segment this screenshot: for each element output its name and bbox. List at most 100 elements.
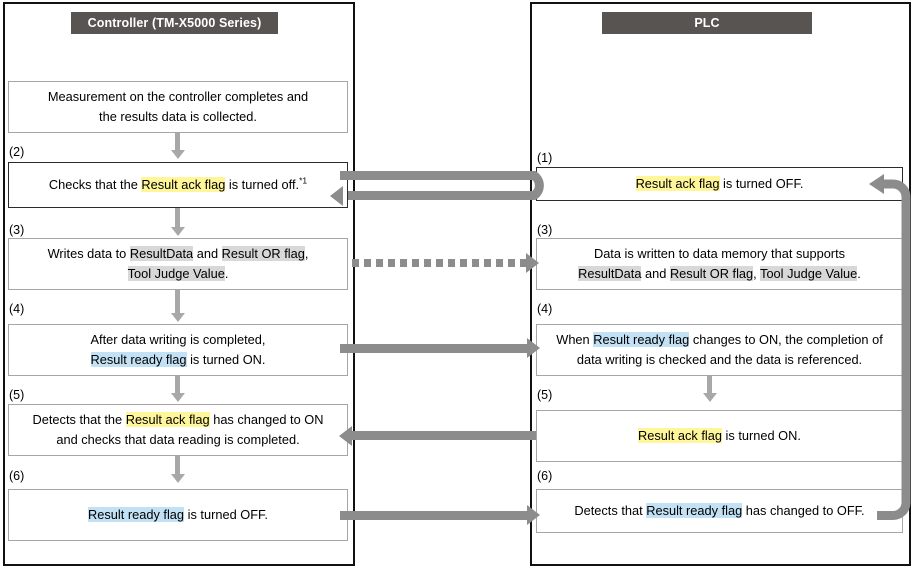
arrow-head-step5 xyxy=(339,426,352,446)
down-arrow-stem-right-4-5 xyxy=(707,376,712,395)
step-text-line: ResultData and Result OR flag, Tool Judg… xyxy=(578,264,861,284)
step-text-line: Checks that the Result ack flag is turne… xyxy=(49,175,307,195)
step-text-line: Detects that Result ready flag has chang… xyxy=(574,501,865,521)
uturn-top-bar xyxy=(340,171,530,180)
arrow-head-step6 xyxy=(527,505,540,525)
text-run: Writes data to xyxy=(47,246,130,261)
text-run: and checks that data reading is complete… xyxy=(56,432,300,447)
step-index-left-2: (2) xyxy=(9,145,25,159)
highlighted-term: Result ready flag xyxy=(88,507,185,522)
highlighted-term: ResultData xyxy=(578,266,642,281)
down-arrow-stem-left-2-3 xyxy=(175,208,180,229)
step-text-line: Result ack flag is turned ON. xyxy=(638,426,801,446)
down-arrow-stem-left-3-4 xyxy=(175,290,180,315)
step-index-right-1: (1) xyxy=(537,151,553,165)
highlighted-term: ResultData xyxy=(129,246,194,261)
step-box-left-2: Checks that the Result ack flag is turne… xyxy=(8,162,348,208)
down-arrow-stem-left-5-6 xyxy=(175,456,180,478)
text-run: After data writing is completed, xyxy=(90,332,266,347)
dotted-arrow-head-step3 xyxy=(526,253,539,273)
step-text-line: Writes data to ResultData and Result OR … xyxy=(47,244,309,264)
text-run: . xyxy=(857,266,861,281)
down-arrow-stem-left-1-2 xyxy=(175,133,180,153)
step-index-left-3: (3) xyxy=(9,223,25,237)
uturn-arrow-head-left xyxy=(330,186,343,206)
text-run: Data is written to data memory that supp… xyxy=(593,246,846,261)
step-index-left-5: (5) xyxy=(9,388,25,402)
step-box-left-3: Writes data to ResultData and Result OR … xyxy=(8,238,348,290)
dotted-bar-step3 xyxy=(352,259,527,267)
step-index-right-3: (3) xyxy=(537,223,553,237)
step-box-right-5: Result ack flag is turned ON. xyxy=(536,410,903,462)
down-arrow-head-right-4-5 xyxy=(703,393,717,402)
step-text-line: and checks that data reading is complete… xyxy=(56,430,299,450)
down-arrow-head-left-2-3 xyxy=(171,227,185,236)
text-run: has changed to ON xyxy=(209,412,324,427)
down-arrow-head-left-5-6 xyxy=(171,474,185,483)
highlighted-term: Result OR flag xyxy=(221,246,305,261)
step-text-line: Result ready flag is turned ON. xyxy=(90,350,266,370)
lane-title-controller: Controller (TM-X5000 Series) xyxy=(71,12,278,34)
text-run: , xyxy=(753,266,761,281)
step-index-right-5: (5) xyxy=(537,388,553,402)
text-run: is turned ON. xyxy=(721,428,801,443)
highlighted-term: Result ready flag xyxy=(646,503,743,518)
step-box-left-6: Result ready flag is turned OFF. xyxy=(8,489,348,541)
arrow-head-step4 xyxy=(527,338,540,358)
highlighted-term: Result ack flag xyxy=(125,412,210,427)
text-run: has changed to OFF. xyxy=(742,503,865,518)
text-run: and xyxy=(193,246,222,261)
text-run: Checks that the xyxy=(48,177,142,192)
highlighted-term: Result ready flag xyxy=(90,352,187,367)
step-box-right-1: Result ack flag is turned OFF. xyxy=(536,167,903,201)
highlighted-term: Tool Judge Value xyxy=(760,266,858,281)
step-index-left-6: (6) xyxy=(9,469,25,483)
step-box-left-4: After data writing is completed, Result r… xyxy=(8,324,348,376)
text-run: is turned ON. xyxy=(186,352,266,367)
text-run: changes to ON, the completion of xyxy=(689,332,883,347)
down-arrow-head-left-3-4 xyxy=(171,313,185,322)
text-run: is turned off. xyxy=(225,177,300,192)
text-run: is turned OFF. xyxy=(184,507,268,522)
text-run: and xyxy=(641,266,670,281)
step-box-left-1: Measurement on the controller completes … xyxy=(8,81,348,133)
down-arrow-stem-left-4-5 xyxy=(175,376,180,395)
step-index-right-4: (4) xyxy=(537,302,553,316)
text-run: Measurement on the controller completes … xyxy=(47,89,309,104)
down-arrow-head-left-1-2 xyxy=(171,150,185,159)
text-run: Detects that xyxy=(574,503,647,518)
step-text-line: Detects that the Result ack flag has cha… xyxy=(33,410,324,430)
step-text-line: Measurement on the controller completes … xyxy=(48,87,308,107)
text-run: When xyxy=(556,332,594,347)
text-run: , xyxy=(304,246,309,261)
step-text-line: Result ready flag is turned OFF. xyxy=(88,505,268,525)
step-box-right-6: Detects that Result ready flag has chang… xyxy=(536,489,903,533)
text-run: data writing is checked and the data is … xyxy=(576,352,863,367)
step-index-left-4: (4) xyxy=(9,302,25,316)
highlighted-term: Result ack flag xyxy=(141,177,226,192)
step-box-right-4: When Result ready flag changes to ON, th… xyxy=(536,324,903,376)
uturn-bottom-bar xyxy=(348,191,534,200)
step-text-line: Tool Judge Value. xyxy=(127,264,229,284)
text-run: the results data is collected. xyxy=(99,109,257,124)
text-run: . xyxy=(224,266,229,281)
step-text-line: Data is written to data memory that supp… xyxy=(594,244,845,264)
arrow-bar-step5 xyxy=(352,431,536,440)
step-text-line: When Result ready flag changes to ON, th… xyxy=(556,330,883,350)
highlighted-term: Result ack flag xyxy=(635,176,720,191)
lane-title-plc: PLC xyxy=(602,12,812,34)
text-run: is turned OFF. xyxy=(719,176,804,191)
step-text-line: After data writing is completed, xyxy=(91,330,266,350)
down-arrow-head-left-4-5 xyxy=(171,393,185,402)
footnote-marker: *1 xyxy=(299,175,308,186)
arrow-bar-step4 xyxy=(340,344,528,353)
highlighted-term: Result ready flag xyxy=(593,332,690,347)
step-text-line: the results data is collected. xyxy=(99,107,257,127)
highlighted-term: Result OR flag xyxy=(669,266,754,281)
step-index-right-6: (6) xyxy=(537,469,553,483)
step-text-line: Result ack flag is turned OFF. xyxy=(635,174,804,194)
step-text-line: data writing is checked and the data is … xyxy=(577,350,862,370)
step-box-right-3: Data is written to data memory that supp… xyxy=(536,238,903,290)
highlighted-term: Result ack flag xyxy=(638,428,722,443)
